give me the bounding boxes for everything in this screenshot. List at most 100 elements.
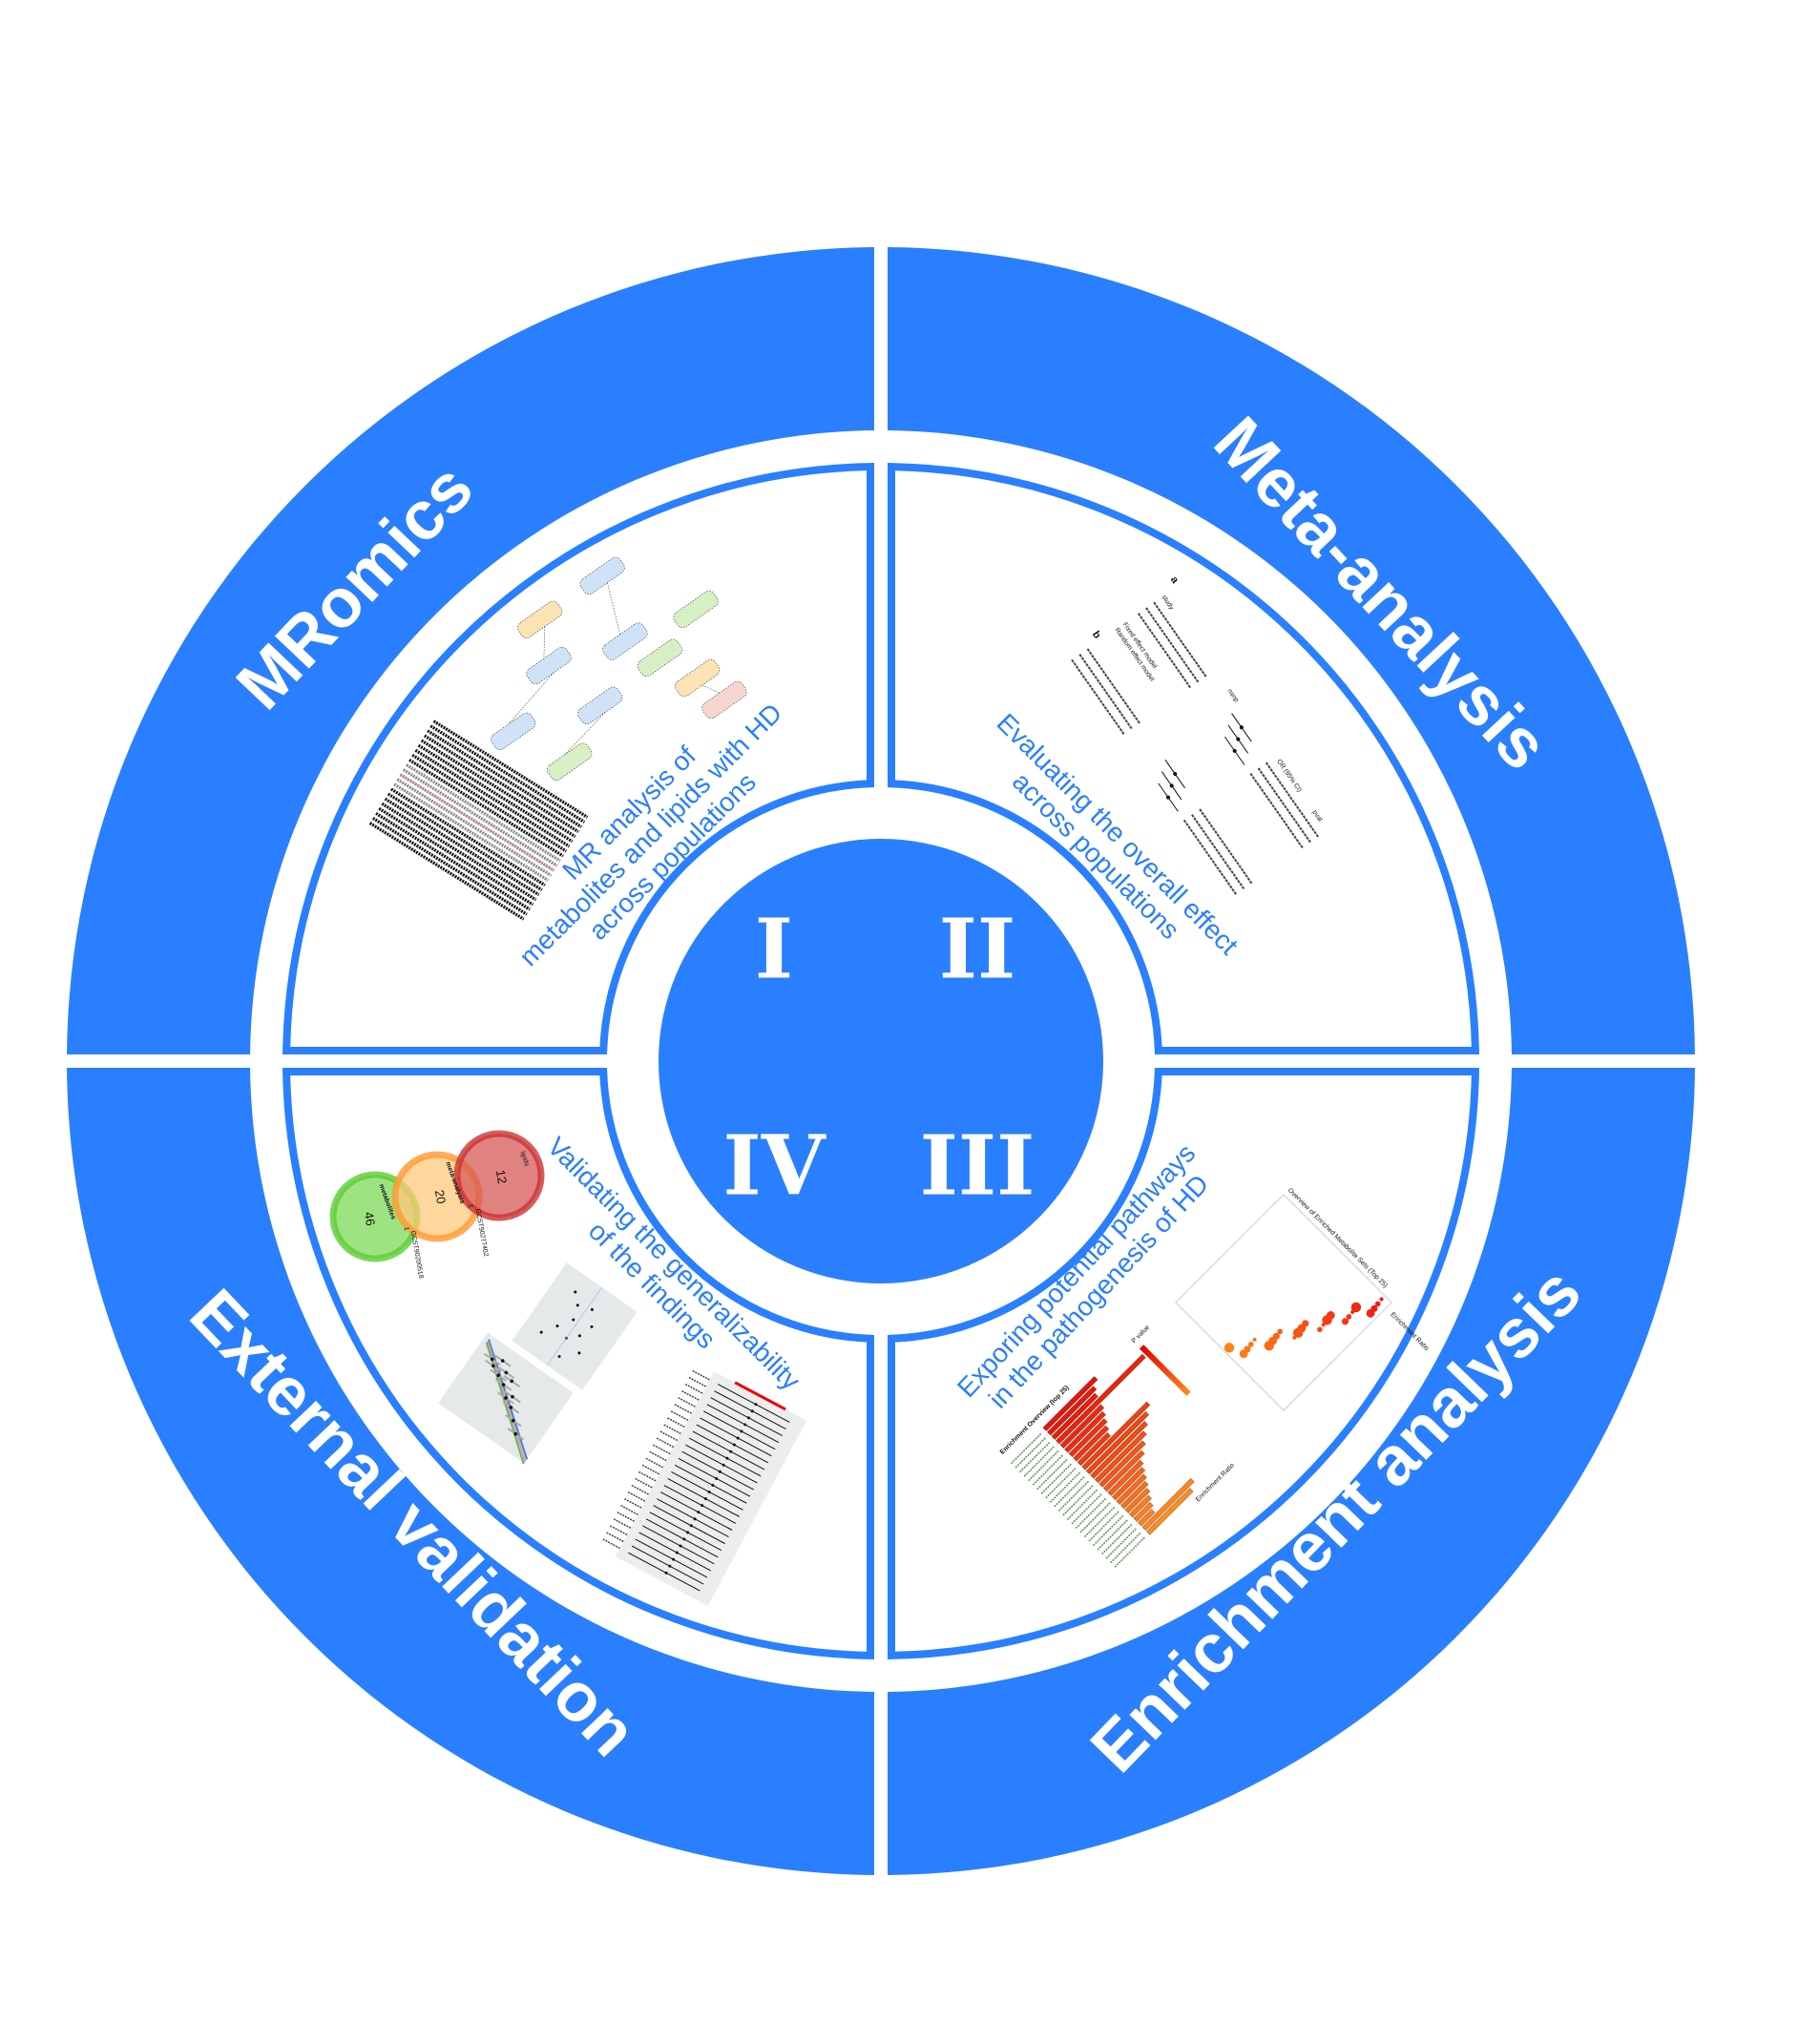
loo-row-point (736, 1436, 740, 1440)
enrichment-bars (1011, 1353, 1195, 1568)
loo-row-ci (685, 1444, 758, 1484)
numeral-iv: IV (723, 1118, 826, 1215)
loo-row-label (609, 1525, 628, 1536)
enrichment-dot (1252, 1337, 1257, 1342)
loo-row-label (688, 1376, 706, 1387)
table-row (393, 782, 550, 882)
table-row (375, 812, 531, 911)
loo-row-label (692, 1369, 710, 1381)
scatter-point (492, 1364, 495, 1368)
bar-category-label (1032, 1453, 1064, 1486)
enrichment-dot (1321, 1323, 1326, 1327)
bar-category-label (1028, 1449, 1060, 1482)
forest-point (1239, 725, 1244, 730)
enrichment-bar (1141, 1478, 1195, 1532)
loo-row-point (701, 1504, 704, 1508)
enrichment-bar (1098, 1440, 1146, 1488)
venn-overlap-count: 1 (403, 1226, 410, 1231)
loo-row-label (681, 1390, 700, 1401)
scatter-point (504, 1396, 508, 1400)
venn-count-meta-analysis: 20 (432, 1189, 449, 1205)
loo-row-ci (642, 1525, 715, 1565)
venn-overlap-count: 1 (467, 1203, 474, 1208)
loo-row-point (725, 1456, 729, 1460)
enrichment-bar (1146, 1488, 1194, 1535)
funnel-center-line (546, 1286, 603, 1366)
enrichment-dot (1317, 1326, 1323, 1333)
enrichment-bar (1116, 1473, 1147, 1505)
bar-category-label (1101, 1523, 1134, 1555)
loo-row-ci (645, 1518, 719, 1558)
loo-row-label (641, 1464, 660, 1475)
enrichment-bar (1138, 1509, 1156, 1527)
scatter-point (509, 1406, 513, 1409)
loo-row-ci (671, 1470, 743, 1511)
enrichment-bar (1056, 1353, 1146, 1445)
enrichment-bar (1051, 1392, 1098, 1440)
funnel-point (590, 1307, 594, 1311)
enrichment-bar (1124, 1488, 1151, 1513)
loo-row-ci (706, 1404, 780, 1444)
enrichment-dot (1350, 1302, 1362, 1313)
enrichment-bar (1120, 1480, 1149, 1510)
loo-row-ci (659, 1491, 733, 1531)
loo-row-point (675, 1551, 679, 1554)
loo-row-ci (663, 1485, 737, 1524)
funnel-point (574, 1290, 577, 1294)
loo-row-point (750, 1409, 754, 1413)
enrichment-bar (1073, 1425, 1110, 1462)
table-row (420, 739, 576, 839)
loo-row-point (703, 1497, 707, 1501)
bar-category-label (1045, 1467, 1077, 1499)
loo-all-estimate (734, 1381, 786, 1411)
enrichment-bar (1102, 1449, 1145, 1492)
enrichment-dot (1374, 1301, 1381, 1307)
loo-row-label (649, 1450, 667, 1462)
mr-scatter-thumbnail (438, 1332, 574, 1465)
loo-row-point (718, 1470, 722, 1473)
loo-row-ci (681, 1450, 754, 1491)
loo-row-ci (702, 1410, 776, 1450)
enrichment-bar (1077, 1431, 1111, 1467)
scatter-point (511, 1418, 515, 1423)
bar-category-label (1110, 1532, 1142, 1564)
flowchart-connector (543, 626, 546, 659)
bar-category-label (1015, 1436, 1047, 1469)
outer-ring-segment-top-left (67, 247, 874, 1055)
loo-row-ci (635, 1538, 708, 1578)
panel-top-right (888, 463, 1479, 1054)
enrichment-dot (1322, 1315, 1332, 1325)
enrichment-bar (1107, 1459, 1144, 1496)
forest-point (1232, 748, 1237, 753)
enrichment-bar (1085, 1410, 1150, 1475)
loo-row-label (638, 1470, 657, 1482)
loo-row-label (635, 1477, 653, 1489)
loo-row-label (606, 1532, 624, 1543)
bar-category-label (1075, 1497, 1107, 1530)
forest-point (1236, 737, 1241, 741)
loo-row-label (674, 1404, 692, 1414)
enrichment-dot (1247, 1342, 1254, 1347)
scatter-point (490, 1357, 494, 1362)
bar-category-label (1066, 1489, 1098, 1520)
loo-row-ci (714, 1390, 786, 1429)
scatter-point (513, 1431, 518, 1436)
flowchart-box (701, 680, 747, 720)
flowchart-box (517, 600, 563, 638)
loo-row-point (672, 1557, 676, 1561)
loo-row-point (732, 1443, 736, 1447)
bar-category-label (1023, 1445, 1056, 1477)
loo-row-point (754, 1403, 758, 1407)
loo-row-point (715, 1476, 719, 1480)
scatter-point (496, 1373, 501, 1378)
flowchart-connector (607, 582, 621, 635)
loo-row-label (631, 1484, 649, 1495)
enrichment-bar (1094, 1430, 1147, 1484)
scatter-points (483, 1352, 525, 1441)
enrichment-dot (1292, 1327, 1304, 1339)
enrichment-dot (1341, 1318, 1349, 1325)
enrichment-bar (1047, 1386, 1098, 1436)
venn-count-metabolites: 46 (362, 1211, 378, 1227)
loo-row-point (722, 1463, 725, 1467)
table-reference-line (400, 774, 554, 871)
